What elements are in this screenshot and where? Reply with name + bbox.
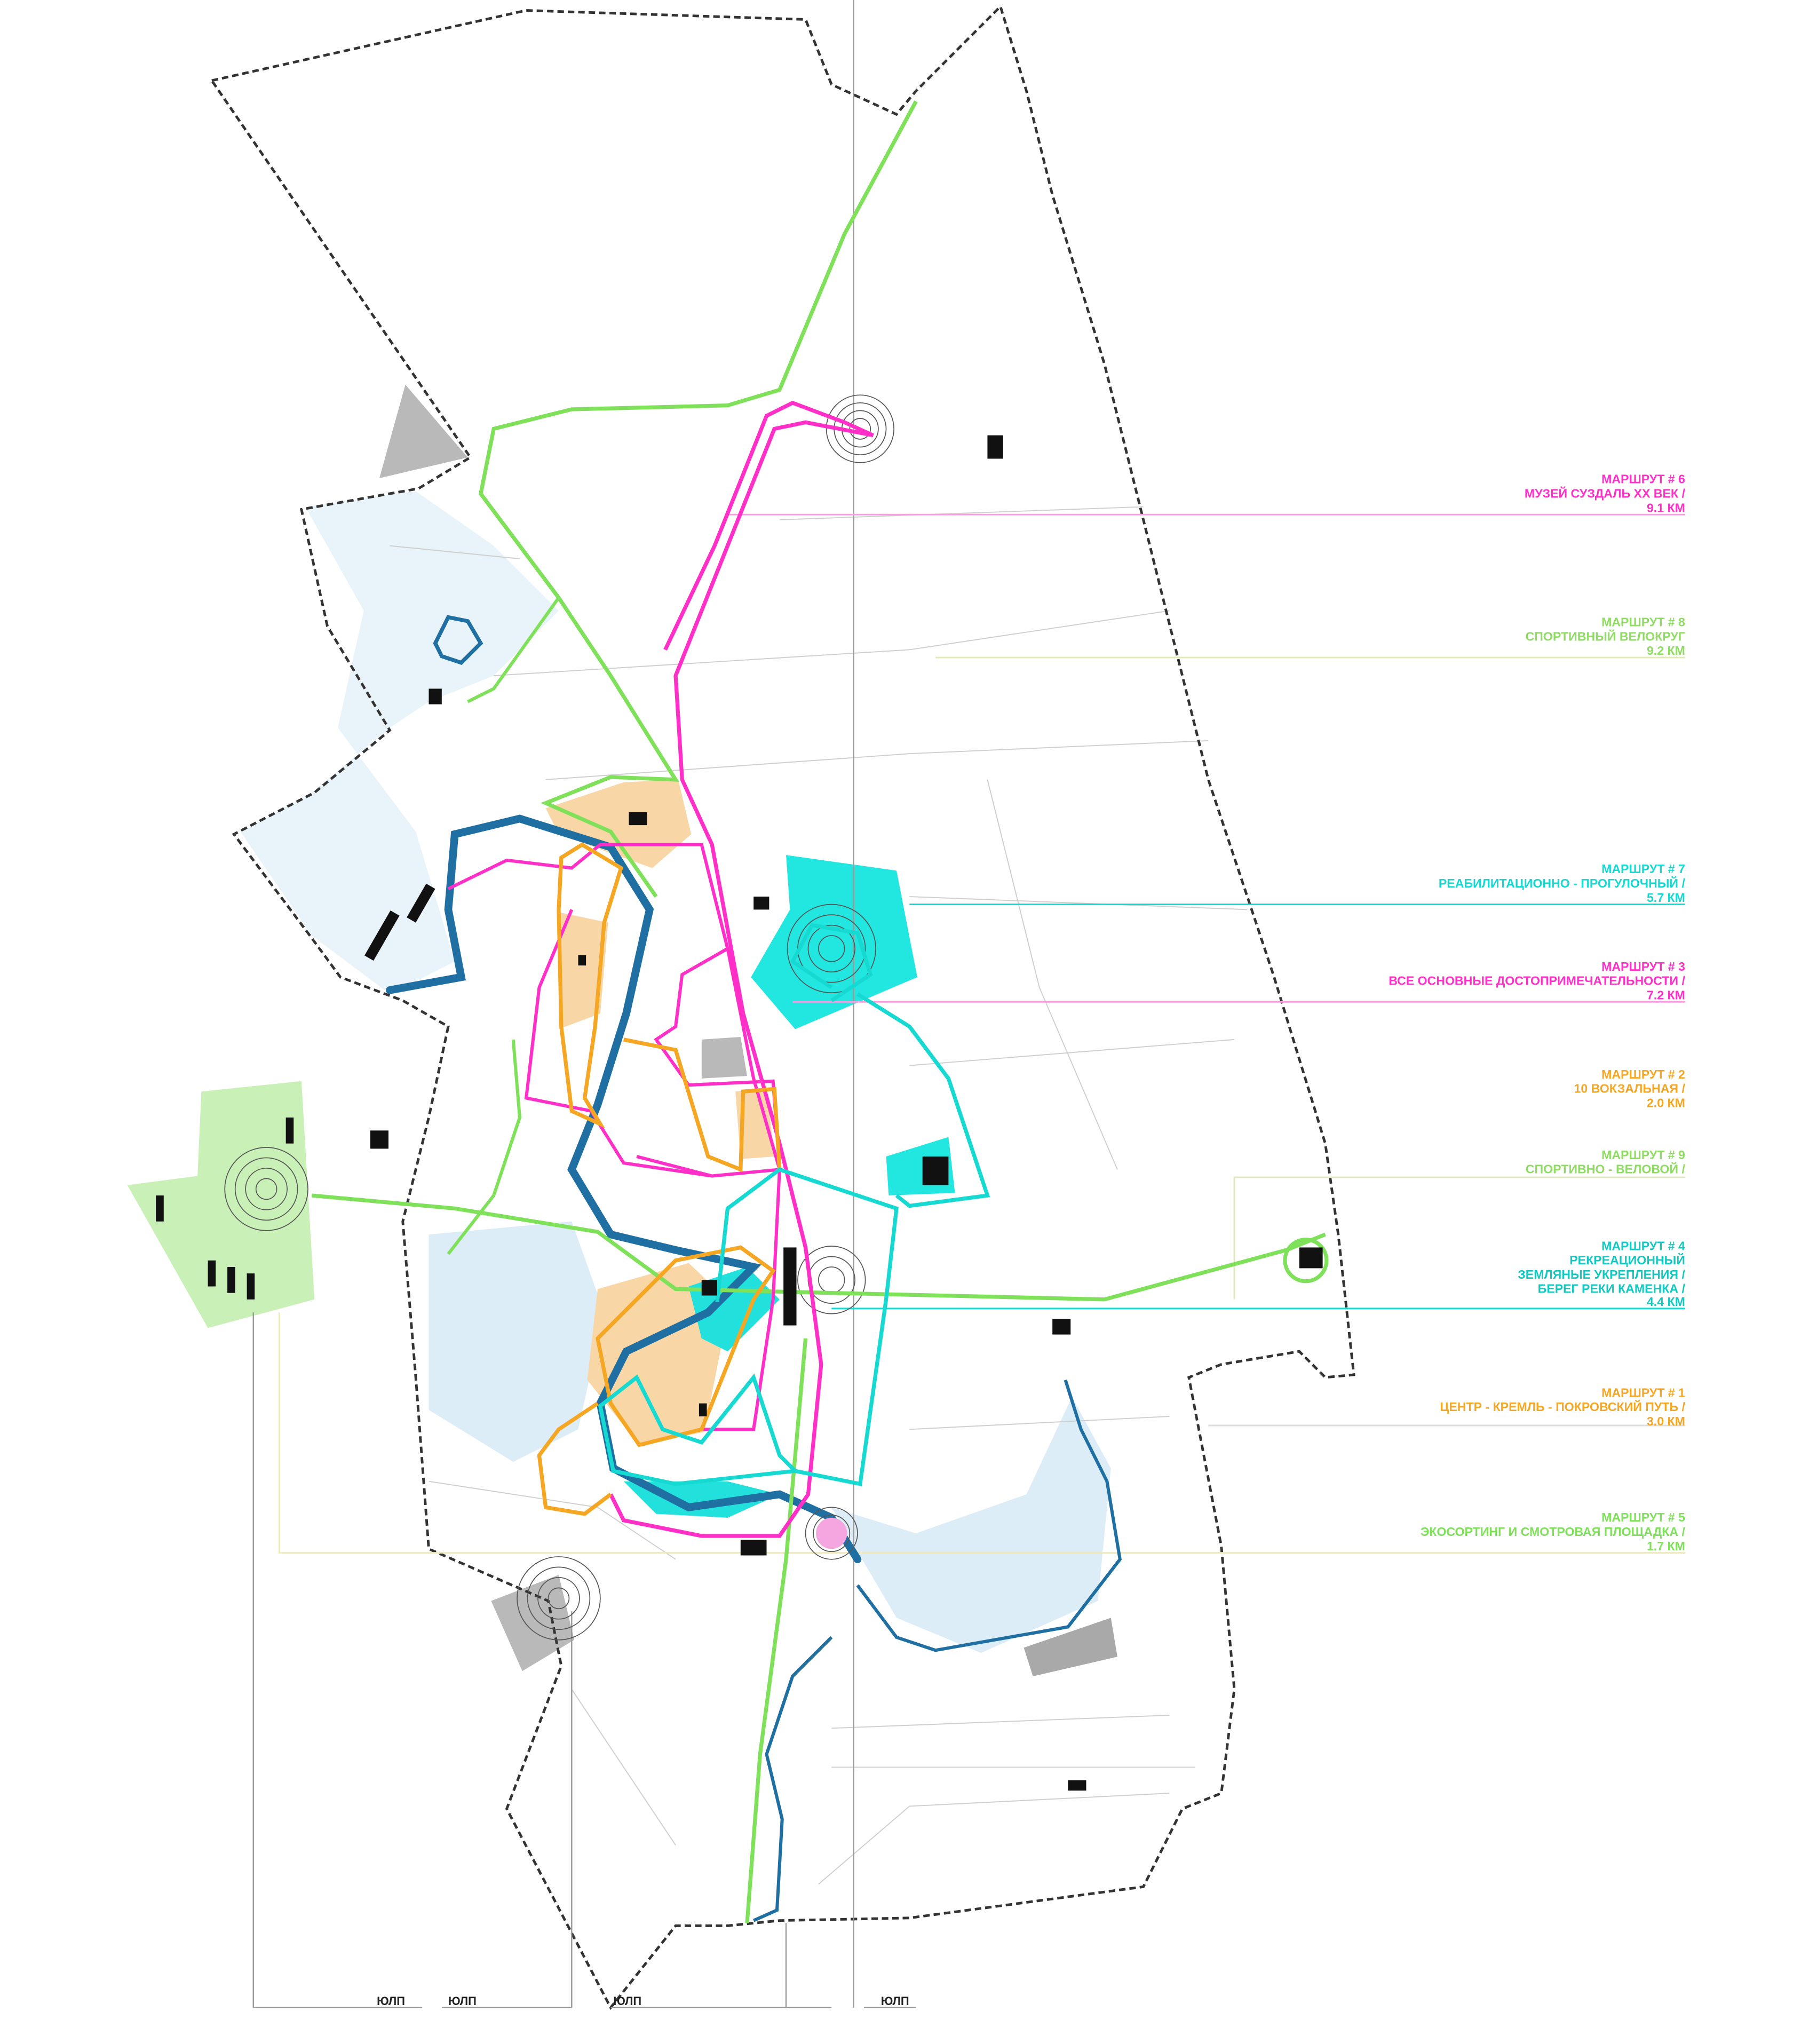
legend-route-4-number: МАРШРУТ # 4 [1601, 1239, 1685, 1253]
buildings [156, 435, 1323, 1791]
legend-route-9[interactable]: МАРШРУТ # 9 СПОРТИВНО - ВЕЛОВОЙ / [1526, 1148, 1686, 1176]
legend-route-5[interactable]: МАРШРУТ # 5 ЭКОСОРТИНГ И СМОТРОВАЯ ПЛОЩА… [1421, 1510, 1686, 1553]
leader-lines [279, 513, 1685, 1554]
legend-route-5-length: 1.7 КМ [1647, 1539, 1685, 1553]
lake-west [429, 1221, 605, 1462]
orange-zone-center [735, 1089, 775, 1159]
bottom-label-4: ЮЛП [881, 1994, 909, 2008]
legend-route-7[interactable]: МАРШРУТ # 7 РЕАБИЛИТАЦИОННО - ПРОГУЛОЧНЫ… [1439, 862, 1686, 905]
legend-route-1-number: МАРШРУТ # 1 [1601, 1385, 1685, 1399]
route-green-west-area[interactable] [447, 1039, 521, 1255]
route-green-east-loop[interactable] [1283, 1238, 1329, 1284]
bottom-label-3: ЮЛП [613, 1994, 641, 2008]
route-4-cyan[interactable] [598, 1167, 899, 1486]
legend-route-8[interactable]: МАРШРУТ # 8 СПОРТИВНЫЙ ВЕЛОКРУГ 9.2 КМ [1526, 615, 1685, 658]
route-3-pink[interactable] [447, 843, 782, 1431]
street-network [390, 506, 1248, 1885]
legend-route-4-name-3: БЕРЕГ РЕКИ КАМЕНКА / [1538, 1282, 1686, 1296]
legend-route-2-name: 10 ВОКЗАЛЬНАЯ / [1574, 1082, 1685, 1096]
bottom-label-1: ЮЛП [377, 1994, 405, 2008]
route-legend: МАРШРУТ # 6 МУЗЕЙ СУЗДАЛЬ XX ВЕК / 9.1 К… [1389, 472, 1685, 1553]
water-north-west [240, 491, 559, 994]
bottom-label-2: ЮЛП [448, 1994, 477, 2008]
viewpoint-fill-south [816, 1517, 847, 1549]
legend-route-3-number: МАРШРУТ # 3 [1601, 960, 1685, 973]
legend-route-1-name: ЦЕНТР - КРЕМЛЬ - ПОКРОВСКИЙ ПУТЬ / [1440, 1399, 1685, 1414]
legend-route-1[interactable]: МАРШРУТ # 1 ЦЕНТР - КРЕМЛЬ - ПОКРОВСКИЙ … [1440, 1385, 1685, 1428]
city-boundary [209, 4, 1355, 2010]
legend-route-4-length: 4.4 КМ [1647, 1295, 1685, 1309]
grey-plot-2 [491, 1575, 575, 1671]
legend-route-5-name: ЭКОСОРТИНГ И СМОТРОВАЯ ПЛОЩАДКА / [1421, 1525, 1686, 1539]
legend-route-8-length: 9.2 КМ [1647, 644, 1685, 657]
green-area-west [127, 1081, 315, 1328]
legend-route-6-name: МУЗЕЙ СУЗДАЛЬ XX ВЕК / [1525, 486, 1686, 501]
viewpoint-marker-south-west [517, 1556, 601, 1641]
cyan-zone-east [751, 855, 917, 1029]
route-orange-1[interactable] [557, 842, 782, 1172]
river-south-branch [752, 1379, 1122, 1922]
route-green-north-branch[interactable] [467, 597, 560, 703]
river-kamenka [386, 814, 862, 1564]
legend-route-4-name-2: ЗЕМЛЯНЫЕ УКРЕПЛЕНИЯ / [1518, 1267, 1685, 1281]
legend-route-7-length: 5.7 КМ [1647, 891, 1685, 905]
legend-route-5-number: МАРШРУТ # 5 [1601, 1510, 1685, 1524]
route-green-south[interactable] [745, 1338, 808, 1923]
viewpoint-marker-west [224, 1147, 308, 1231]
legend-route-4-name: РЕКРЕАЦИОННЫЙ [1569, 1253, 1685, 1267]
frame-lines [252, 0, 916, 2009]
grey-plot-3 [1024, 1618, 1117, 1676]
legend-route-3-length: 7.2 КМ [1647, 988, 1685, 1002]
grey-plot-4 [701, 1037, 747, 1079]
legend-route-7-name: РЕАБИЛИТАЦИОННО - ПРОГУЛОЧНЫЙ / [1439, 876, 1686, 890]
grey-plot-1 [379, 384, 468, 479]
legend-route-3[interactable]: МАРШРУТ # 3 ВСЕ ОСНОВНЫЕ ДОСТОПРИМЕЧАТЕЛ… [1389, 960, 1685, 1002]
route-green-north[interactable] [478, 100, 918, 898]
legend-route-6[interactable]: МАРШРУТ # 6 МУЗЕЙ СУЗДАЛЬ XX ВЕК / 9.1 К… [1525, 472, 1686, 515]
legend-route-9-number: МАРШРУТ # 9 [1601, 1148, 1685, 1162]
route-orange-2[interactable] [537, 1245, 776, 1516]
legend-route-8-number: МАРШРУТ # 8 [1601, 615, 1685, 629]
legend-route-8-name: СПОРТИВНЫЙ ВЕЛОКРУГ [1526, 629, 1685, 643]
pond-north-west [433, 615, 483, 665]
legend-route-7-number: МАРШРУТ # 7 [1601, 862, 1685, 876]
legend-route-3-name: ВСЕ ОСНОВНЫЕ ДОСТОПРИМЕЧАТЕЛЬНОСТИ / [1389, 974, 1685, 988]
legend-route-9-name: СПОРТИВНО - ВЕЛОВОЙ / [1526, 1162, 1686, 1176]
route-7-cyan[interactable] [790, 923, 990, 1208]
legend-route-1-length: 3.0 КМ [1647, 1414, 1685, 1428]
lake-south-east [831, 1397, 1111, 1653]
legend-route-4[interactable]: МАРШРУТ # 4 РЕКРЕАЦИОННЫЙ ЗЕМЛЯНЫЕ УКРЕП… [1518, 1239, 1685, 1309]
route-6-pink[interactable] [609, 400, 874, 1538]
legend-route-2-number: МАРШРУТ # 2 [1601, 1067, 1685, 1081]
legend-route-2-length: 2.0 КМ [1647, 1096, 1685, 1110]
legend-route-2[interactable]: МАРШРУТ # 2 10 ВОКЗАЛЬНАЯ / 2.0 КМ [1574, 1067, 1685, 1110]
bottom-labels: ЮЛП ЮЛП ЮЛП ЮЛП [377, 1994, 909, 2008]
legend-route-6-number: МАРШРУТ # 6 [1601, 472, 1685, 486]
legend-route-6-length: 9.1 КМ [1647, 501, 1685, 514]
